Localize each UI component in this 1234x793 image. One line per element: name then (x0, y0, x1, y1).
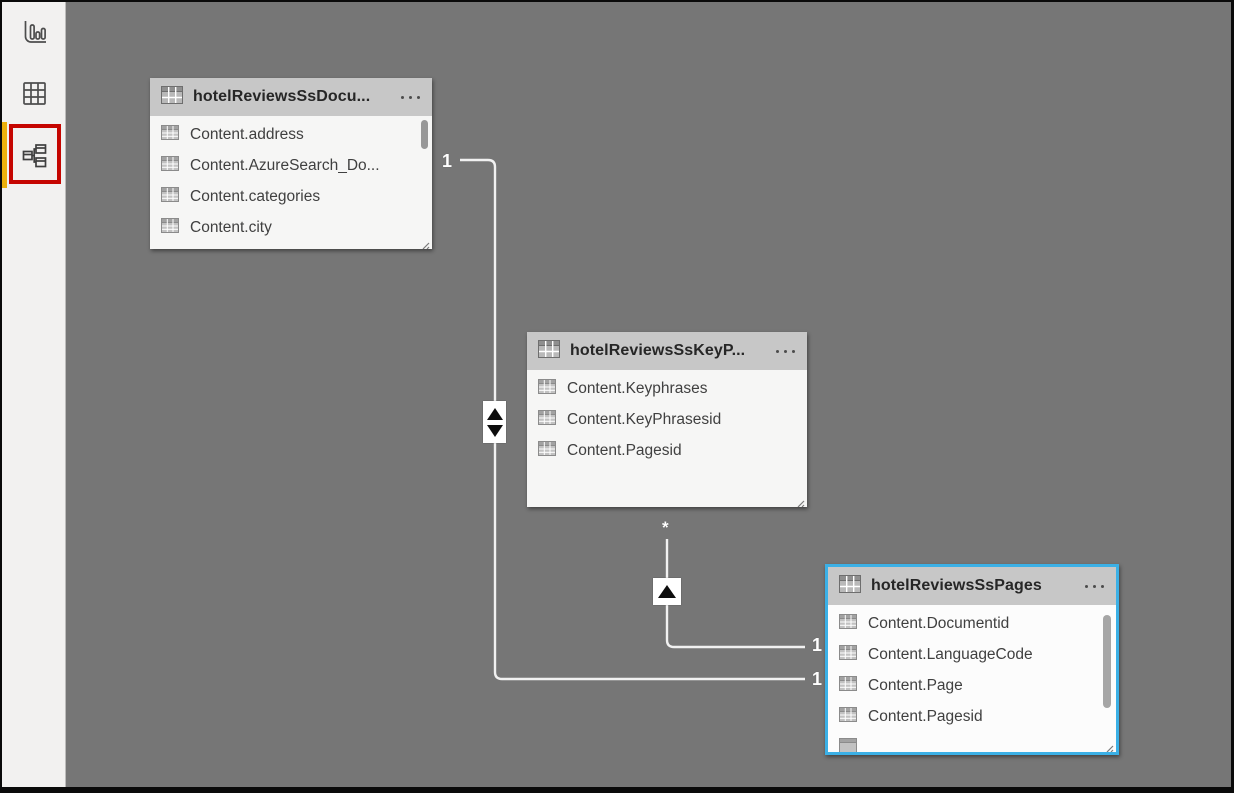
field-row[interactable]: Content.Page (828, 670, 1116, 701)
field-table-icon (161, 124, 179, 145)
field-row-partial (150, 243, 432, 249)
table-card-header[interactable]: hotelReviewsSsKeyP... (527, 332, 807, 370)
field-table-icon (538, 440, 556, 461)
table-title: hotelReviewsSsPages (871, 577, 1042, 594)
table-title: hotelReviewsSsKeyP... (570, 342, 746, 359)
field-label: Content.city (190, 218, 272, 236)
cardinality-label-pages-lower: 1 (812, 669, 823, 689)
field-table-icon (161, 186, 179, 207)
cardinality-label-keyphrases: * (662, 518, 669, 537)
field-row[interactable]: Content.Keyphrases (527, 373, 807, 404)
arrow-up-icon (486, 407, 503, 420)
cardinality-label-pages-upper: 1 (812, 635, 823, 655)
table-scrollbar-thumb[interactable] (1103, 615, 1111, 708)
arrow-down-icon (486, 424, 503, 437)
more-options-button[interactable] (399, 92, 422, 103)
table-card-header[interactable]: hotelReviewsSsPages (828, 567, 1116, 605)
field-row[interactable]: Content.Pagesid (828, 701, 1116, 732)
model-view-icon (21, 142, 48, 169)
more-options-button[interactable] (774, 346, 797, 357)
cross-filter-both-arrows[interactable] (483, 401, 506, 443)
field-label: Content.LanguageCode (868, 645, 1033, 663)
field-label: Content.address (190, 125, 304, 143)
field-table-icon (538, 378, 556, 399)
view-switcher-sidebar (2, 2, 66, 787)
field-label: Content.Pagesid (567, 441, 682, 459)
field-label: Content.Documentid (868, 614, 1010, 632)
table-fields-list: Content.address Content.AzureSearch_Do..… (150, 116, 432, 249)
field-table-icon (161, 217, 179, 238)
field-table-icon (839, 644, 857, 665)
table-fields-list: Content.Documentid Content.LanguageCode … (828, 605, 1116, 752)
field-row[interactable]: Content.address (150, 119, 432, 150)
table-card-header[interactable]: hotelReviewsSsDocu... (150, 78, 432, 116)
field-table-icon (839, 706, 857, 727)
sidebar-item-model-view[interactable] (2, 133, 66, 177)
table-icon (538, 339, 560, 363)
field-label: Content.AzureSearch_Do... (190, 156, 380, 174)
field-label: Content.categories (190, 187, 321, 205)
report-view-icon (21, 19, 48, 46)
field-row[interactable]: Content.city (150, 212, 432, 243)
sidebar-item-report-view[interactable] (2, 10, 66, 54)
table-card-keyphrases[interactable]: hotelReviewsSsKeyP... Content.Keyphrases… (527, 332, 807, 507)
selected-view-indicator (2, 122, 7, 188)
more-options-button[interactable] (1083, 581, 1106, 592)
table-fields-list: Content.Keyphrases Content.KeyPhrasesid … (527, 370, 807, 507)
field-row[interactable]: Content.LanguageCode (828, 639, 1116, 670)
table-card-documents[interactable]: hotelReviewsSsDocu... Content.address Co… (150, 78, 432, 249)
field-row[interactable]: Content.Documentid (828, 608, 1116, 639)
table-resize-handle[interactable] (795, 495, 805, 507)
field-row[interactable]: Content.KeyPhrasesid (527, 404, 807, 435)
field-table-icon (161, 248, 179, 249)
table-resize-handle[interactable] (420, 237, 430, 249)
field-row-partial (828, 732, 1116, 752)
field-table-icon (839, 737, 857, 752)
field-label: Content.KeyPhrasesid (567, 410, 722, 428)
field-label: Content.Keyphrases (567, 379, 708, 397)
table-icon (161, 85, 183, 109)
data-view-icon (22, 81, 47, 106)
field-label: Content.Pagesid (868, 707, 983, 725)
table-title: hotelReviewsSsDocu... (193, 88, 371, 105)
arrow-up-icon (658, 585, 676, 598)
field-label: Content.Page (868, 676, 963, 694)
table-resize-handle[interactable] (1104, 740, 1114, 752)
table-icon (839, 574, 861, 598)
cross-filter-up-arrow[interactable] (653, 578, 681, 605)
field-table-icon (839, 613, 857, 634)
field-table-icon (161, 155, 179, 176)
field-row[interactable]: Content.Pagesid (527, 435, 807, 466)
cardinality-label-documents: 1 (442, 151, 453, 171)
field-table-icon (839, 675, 857, 696)
sidebar-item-data-view[interactable] (2, 71, 66, 115)
field-table-icon (538, 409, 556, 430)
field-row[interactable]: Content.categories (150, 181, 432, 212)
table-card-pages[interactable]: hotelReviewsSsPages Content.Documentid C… (825, 564, 1119, 755)
table-scrollbar-thumb[interactable] (421, 120, 428, 149)
field-row[interactable]: Content.AzureSearch_Do... (150, 150, 432, 181)
